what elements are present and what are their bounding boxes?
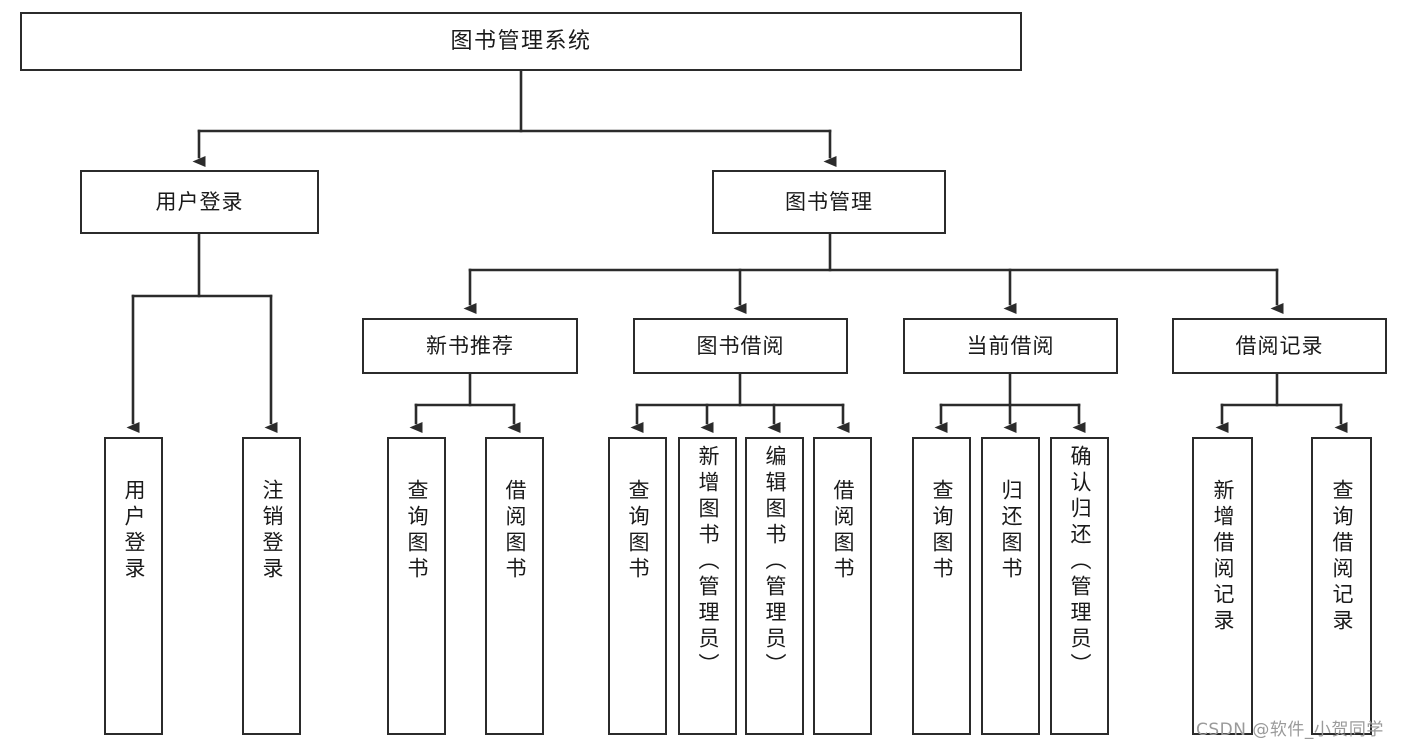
node-label: 编辑图书（管理员） xyxy=(763,445,787,679)
node-borrow-record[interactable]: 借阅记录 xyxy=(1172,318,1387,374)
node-root-system[interactable]: 图书管理系统 xyxy=(20,12,1022,71)
node-label: 新增借阅记录 xyxy=(1211,479,1235,635)
node-label: 新书推荐 xyxy=(426,333,514,358)
leaf-add-book[interactable]: 新增图书（管理员） xyxy=(678,437,737,735)
node-label: 查询借阅记录 xyxy=(1330,479,1354,635)
node-label: 图书管理系统 xyxy=(450,28,592,54)
node-label: 新增图书（管理员） xyxy=(696,445,720,679)
node-new-book-recommend[interactable]: 新书推荐 xyxy=(362,318,578,374)
leaf-query-borrow-record[interactable]: 查询借阅记录 xyxy=(1311,437,1372,735)
leaf-query-book-borrow[interactable]: 查询图书 xyxy=(608,437,667,735)
node-book-borrow[interactable]: 图书借阅 xyxy=(633,318,848,374)
node-current-borrow[interactable]: 当前借阅 xyxy=(903,318,1118,374)
leaf-confirm-return[interactable]: 确认归还（管理员） xyxy=(1050,437,1109,735)
node-label: 查询图书 xyxy=(626,479,650,583)
node-label: 图书借阅 xyxy=(696,333,785,358)
node-label: 注销登录 xyxy=(260,479,284,583)
csdn-watermark: CSDN @软件_小贺同学 xyxy=(1196,720,1384,740)
node-label: 当前借阅 xyxy=(966,333,1055,358)
node-label: 用户登录 xyxy=(155,189,244,214)
node-label: 借阅图书 xyxy=(831,479,855,583)
node-label: 查询图书 xyxy=(405,479,429,583)
node-label: 图书管理 xyxy=(785,189,873,214)
leaf-query-book-recommend[interactable]: 查询图书 xyxy=(387,437,446,735)
node-label: 归还图书 xyxy=(999,479,1023,583)
node-label: 查询图书 xyxy=(930,479,954,583)
leaf-add-borrow-record[interactable]: 新增借阅记录 xyxy=(1192,437,1253,735)
node-book-manage[interactable]: 图书管理 xyxy=(712,170,946,234)
leaf-logout-login[interactable]: 注销登录 xyxy=(242,437,301,735)
node-user-login[interactable]: 用户登录 xyxy=(80,170,319,234)
leaf-query-book-current[interactable]: 查询图书 xyxy=(912,437,971,735)
node-label: 借阅记录 xyxy=(1235,333,1324,358)
node-label: 用户登录 xyxy=(122,479,146,583)
node-label: 借阅图书 xyxy=(503,479,527,583)
node-label: 确认归还（管理员） xyxy=(1068,445,1092,679)
leaf-user-login[interactable]: 用户登录 xyxy=(104,437,163,735)
leaf-return-book[interactable]: 归还图书 xyxy=(981,437,1040,735)
leaf-borrow-book[interactable]: 借阅图书 xyxy=(813,437,872,735)
leaf-borrow-book-recommend[interactable]: 借阅图书 xyxy=(485,437,544,735)
leaf-edit-book[interactable]: 编辑图书（管理员） xyxy=(745,437,804,735)
